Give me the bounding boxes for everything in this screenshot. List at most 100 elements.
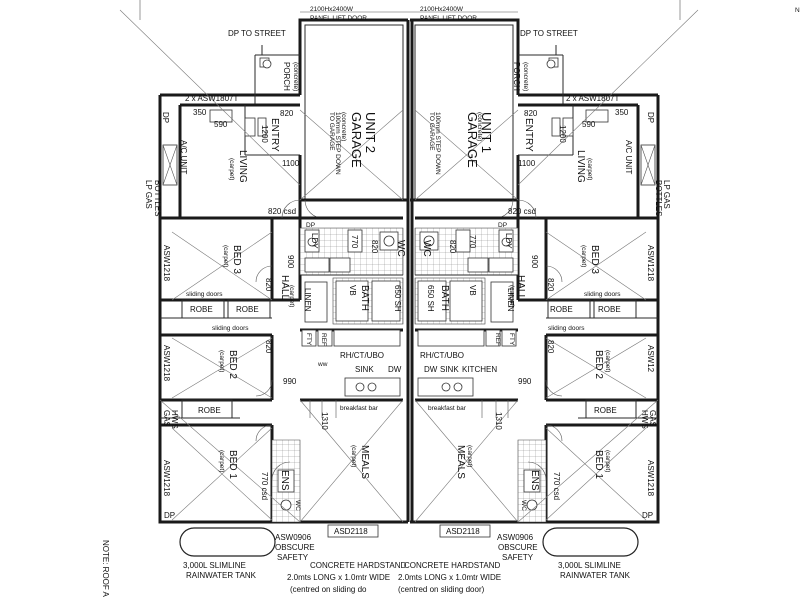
u1-d990: 990 [518,377,532,386]
u2-asw-b: ASW1218 [162,345,171,382]
unit1-labels: 2 x ASW1807T PORCH (concrete) 350 590 82… [398,62,671,594]
u2-ww: ww [317,361,328,368]
u1-lp: LP GAS [662,180,671,209]
u2-asd: ASD2118 [334,527,368,536]
left-door-size: 2100Hx2400W [310,6,354,13]
u2-bottles: BOTTLES [153,180,162,216]
u2-asw-c: ASW1218 [162,460,171,497]
u2-meals-sub: (carpet) [350,445,357,467]
u2-hall-sub: (carpet) [288,285,295,307]
u1-robe2: ROBE [598,305,621,314]
u1-sliding1: sliding doors [584,291,621,298]
u2-dim-1100: 1100 [282,159,300,168]
u2-dp-b: DP [164,511,175,520]
u2-d900: 900 [286,255,295,269]
corner-mark: N [795,7,800,14]
u1-robe1: ROBE [550,305,573,314]
u1-sh: 650 SH [426,285,435,312]
u2-sh: 650 SH [393,285,402,312]
u2-robe1: ROBE [190,305,213,314]
u1-dp-small: DP [498,222,507,229]
u1-ac: A/C UNIT [624,140,633,174]
u2-hard2: 2.0mts LONG x 1.0mtr WIDE [287,573,390,582]
u1-csd-770: 770 csd [552,472,561,500]
u1-rh: RH/CT/UBO [420,351,464,360]
u2-d1310: 1310 [320,412,329,430]
u1-csd-820: 820 csd [508,207,536,216]
u1-ref: REF [494,333,501,346]
u2-wc-dim: 820 [370,240,379,254]
u1-dw: DW [424,365,438,374]
u1-d820i: 820 [546,340,555,354]
u1-porch-sub: (concrete) [522,62,529,91]
right-door-size: 2100Hx2400W [420,6,464,13]
u2-ldy: LDY [310,233,319,249]
u2-d990: 990 [283,377,297,386]
u2-obscure: OBSCURE [275,543,315,552]
u2-bed1: BED 1 [227,450,238,479]
u1-hard2: 2.0mts LONG x 1.0mtr WIDE [398,573,501,582]
u2-robe2: ROBE [236,305,259,314]
u2-bath: BATH [359,285,370,311]
dp-to-street-right: DP TO STREET [520,29,578,38]
u2-ac: A/C UNIT [179,140,188,174]
u2-porch-sub: (concrete) [292,62,299,91]
u1-entry: ENTRY [523,118,534,152]
u2-porch: PORCH [282,62,291,91]
u1-bed2: BED 2 [593,350,604,379]
u2-sink: SINK [355,365,374,374]
u2-wc: WC [395,240,406,257]
u2-ldy-dim: 770 [350,235,359,249]
u2-living: LIVING [237,150,248,183]
u1-d820h: 820 [546,278,555,292]
u1-dim-350: 350 [615,108,629,117]
u1-breakfast: breakfast bar [428,405,467,412]
u1-bed1-sub: (carpet) [604,450,611,472]
u1-robe3: ROBE [594,406,617,415]
u1-garage-note: 100mm STEP DOWN [434,112,441,175]
u1-obscure: OBSCURE [498,543,538,552]
u2-tank1: 3,000L SLIMLINE [183,561,246,570]
edge-ticks [139,0,681,20]
u2-meals: MEALS [359,445,370,479]
u1-hall-sub: (carpet) [508,285,515,307]
dp-to-street-left: DP TO STREET [228,29,286,38]
u1-living-sub: (carpet) [586,158,593,180]
u1-asd: ASD2118 [446,527,480,536]
u1-asw-b2: ASW0906 [497,533,534,542]
u1-asw-a: ASW1218 [646,245,655,282]
u1-unit: UNIT 1 [479,112,494,153]
u1-hall: HALL [515,275,526,300]
u1-kitchen: KITCHEN [462,365,497,374]
u1-hard1: CONCRETE HARDSTAND [404,561,501,570]
u2-garage-note: 100mm STEP DOWN [334,112,341,175]
u2-lp: LP GAS [144,180,153,209]
u1-dp: DP [646,112,655,123]
u1-dim-820: 820 [524,109,538,118]
u1-living: LIVING [575,150,586,183]
u1-ldy: LDY [504,233,513,249]
u2-sliding1: sliding doors [186,291,223,298]
u2-asw-b2: ASW0906 [275,533,312,542]
u1-dim-590: 590 [582,120,596,129]
u1-sink: SINK [440,365,459,374]
u2-ens: ENS [279,470,290,491]
u1-wc2: WC [520,500,527,511]
u2-tank2: RAINWATER TANK [186,571,257,580]
u1-bed3: BED 3 [589,245,600,274]
u1-porch: PORCH [512,62,521,91]
u2-wc2: WC [294,500,301,511]
u2-robe3: ROBE [198,406,221,415]
u2-dim-350: 350 [193,108,207,117]
u2-linen: LINEN [303,288,312,312]
u1-sliding2: sliding doors [548,325,585,332]
u2-hall: HALL [279,275,290,300]
u1-hard3: (centred on sliding door) [398,585,485,594]
left-door-type: PANEL LIFT DOOR [310,15,367,22]
u1-bed1: BED 1 [593,450,604,479]
u2-dp: DP [161,112,170,123]
u1-wc: WC [421,240,432,257]
u1-garage: GARAGE [465,112,480,168]
u1-dim-1200: 1200 [558,125,567,143]
u1-window-top: 2 x ASW1807T [566,94,619,103]
